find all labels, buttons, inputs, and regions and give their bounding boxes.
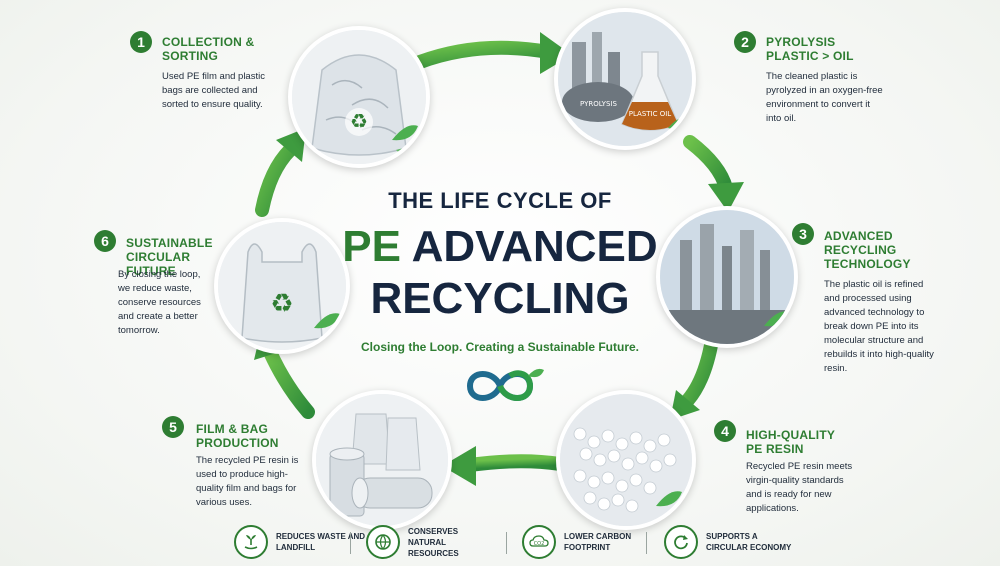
pe-resin-image (556, 390, 696, 530)
co2-icon: CO2 (522, 525, 556, 559)
feature-bar: REDUCES WASTE AND LANDFILL CONSERVES NAT… (0, 522, 1000, 566)
arrow-4-to-5 (470, 461, 560, 465)
step-5-description: The recycled PE resin is used to produce… (196, 454, 306, 510)
step-4-badge: 4 (714, 420, 736, 442)
title-pe: PE (342, 222, 401, 271)
arrow-2-to-3 (690, 142, 726, 188)
step-3-badge: 3 (792, 223, 814, 245)
svg-text:♻: ♻ (350, 109, 368, 133)
step-3-title: ADVANCED RECYCLING TECHNOLOGY (824, 229, 924, 271)
step-2-title: PYROLYSIS PLASTIC > OIL (766, 35, 866, 63)
arrow-5-to-6 (270, 352, 308, 412)
divider (646, 532, 647, 554)
pyrolysis-label: PYROLYSIS (580, 100, 617, 108)
feature-lower-carbon: CO2 LOWER CARBON FOOTPRINT (522, 522, 654, 562)
feature-label: SUPPORTS A CIRCULAR ECONOMY (706, 531, 796, 553)
step-1-description: Used PE film and plastic bags are collec… (162, 70, 272, 112)
feature-conserves-resources: CONSERVES NATURAL RESOURCES (366, 522, 498, 562)
step-4-description: Recycled PE resin meets virgin-quality s… (746, 460, 856, 516)
arrow-1-to-2 (420, 48, 548, 62)
step-2-description: The cleaned plastic is pyrolyzed in an o… (766, 70, 884, 126)
feature-reduces-waste: REDUCES WASTE AND LANDFILL (234, 522, 366, 562)
title-line-2: PE ADVANCED (300, 222, 700, 272)
step-3-description: The plastic oil is refined and processed… (824, 278, 934, 376)
collection-image: ♻ (288, 26, 430, 168)
step-1-badge: 1 (130, 31, 152, 53)
feature-label: CONSERVES NATURAL RESOURCES (408, 526, 498, 559)
divider (350, 532, 351, 554)
flask-label: PLASTIC OIL (629, 110, 672, 118)
title-advanced: ADVANCED (401, 222, 658, 271)
infinity-loop-icon (450, 362, 550, 410)
step-6-badge: 6 (94, 230, 116, 252)
svg-text:CO2: CO2 (534, 541, 545, 547)
hand-plant-icon (234, 525, 268, 559)
title-line-3: RECYCLING (300, 274, 700, 324)
feature-label: LOWER CARBON FOOTPRINT (564, 531, 654, 553)
globe-icon (366, 525, 400, 559)
step-1-title: COLLECTION & SORTING (162, 35, 272, 63)
circular-arrows-icon (664, 525, 698, 559)
step-5-badge: 5 (162, 416, 184, 438)
divider (506, 532, 507, 554)
step-2-badge: 2 (734, 31, 756, 53)
step-5-title: FILM & BAG PRODUCTION (196, 422, 296, 450)
feature-circular-economy: SUPPORTS A CIRCULAR ECONOMY (664, 522, 796, 562)
step-4-title: HIGH-QUALITY PE RESIN (746, 428, 846, 456)
pyrolysis-image: PYROLYSIS PLASTIC OIL (554, 8, 696, 150)
arrow-6-to-1 (262, 150, 290, 210)
step-6-description: By closing the loop, we reduce waste, co… (118, 268, 214, 338)
feature-label: REDUCES WASTE AND LANDFILL (276, 531, 366, 553)
film-bag-image (312, 390, 452, 530)
tagline: Closing the Loop. Creating a Sustainable… (300, 340, 700, 354)
svg-text:♻: ♻ (270, 289, 293, 319)
title-line-1: THE LIFE CYCLE OF (360, 188, 640, 214)
